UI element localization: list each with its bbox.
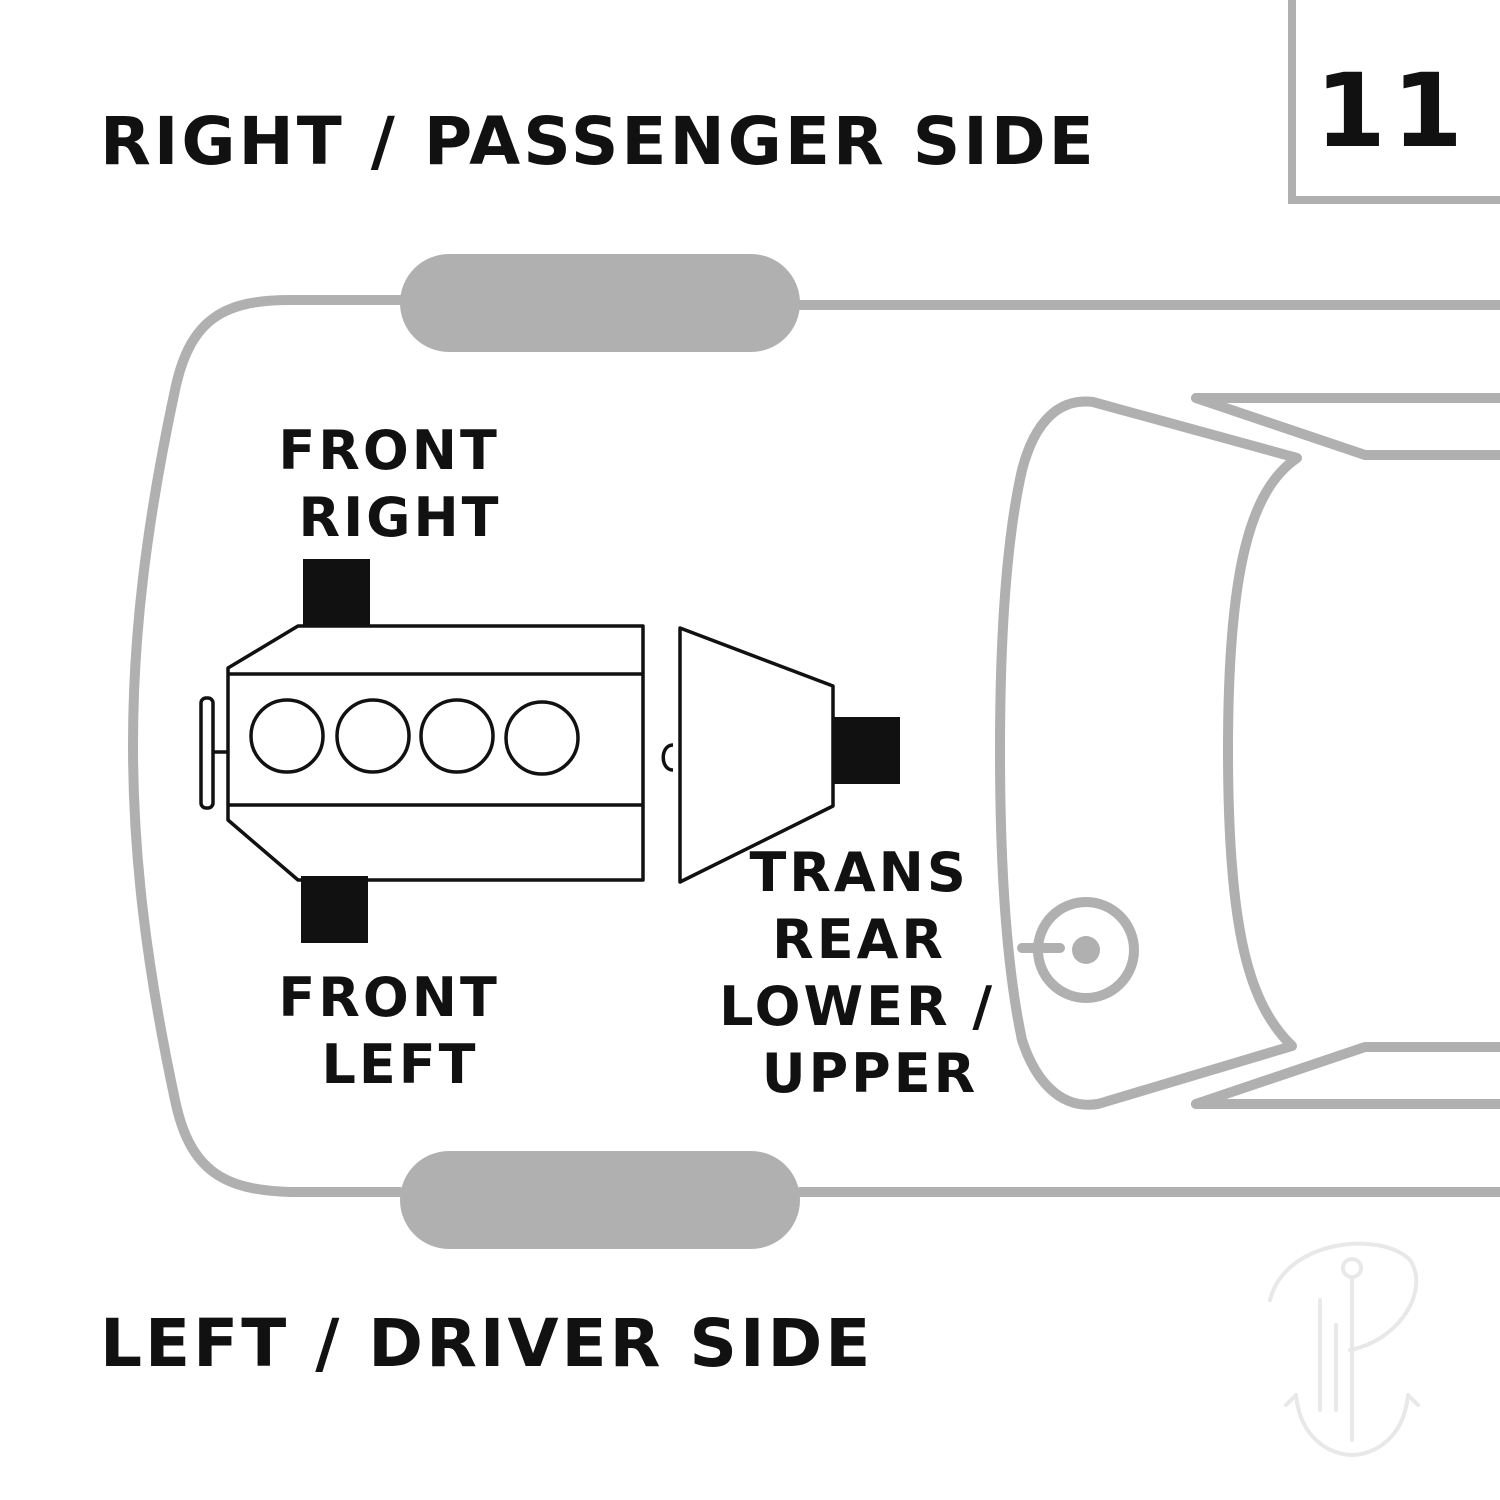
cylinder-2 (335, 698, 411, 774)
front-left-mount (301, 876, 368, 943)
diagram-number-box: 11 (1288, 0, 1500, 204)
trans-rear-label-line-1: TRANS (749, 841, 968, 904)
front-right-mount (303, 559, 370, 626)
engine-block (199, 624, 674, 882)
front-right-label: FRONT RIGHT (278, 419, 521, 549)
cylinder-1 (249, 698, 325, 774)
trans-rear-label: TRANS REAR LOWER / UPPER (719, 841, 1017, 1105)
transmission (678, 626, 835, 884)
front-right-label-line-2: RIGHT (298, 486, 501, 549)
front-left-label-line-2: LEFT (321, 1033, 478, 1096)
front-left-label: FRONT LEFT (278, 966, 521, 1096)
cylinder-3 (419, 698, 495, 774)
vehicle-body-outline (128, 295, 1500, 1197)
right-passenger-side-label: RIGHT / PASSENGER SIDE (100, 103, 1097, 180)
trans-rear-mount (833, 717, 900, 784)
cabin-outline (995, 393, 1500, 1110)
trans-rear-label-line-2: REAR (772, 908, 946, 971)
trans-rear-label-line-4: UPPER (762, 1042, 978, 1105)
trans-rear-label-line-3: LOWER / (719, 975, 995, 1038)
front-left-tire (400, 1151, 800, 1249)
front-right-tire (400, 254, 800, 352)
left-driver-side-label: LEFT / DRIVER SIDE (100, 1305, 873, 1382)
front-left-label-line-1: FRONT (278, 966, 499, 1029)
diagram-number: 11 (1315, 52, 1469, 171)
engine-cylinders (249, 698, 580, 776)
front-right-label-line-1: FRONT (278, 419, 499, 482)
rear-bushing (1033, 897, 1139, 1003)
anchor-logo-icon (1268, 1241, 1420, 1458)
cylinder-4 (504, 700, 580, 776)
